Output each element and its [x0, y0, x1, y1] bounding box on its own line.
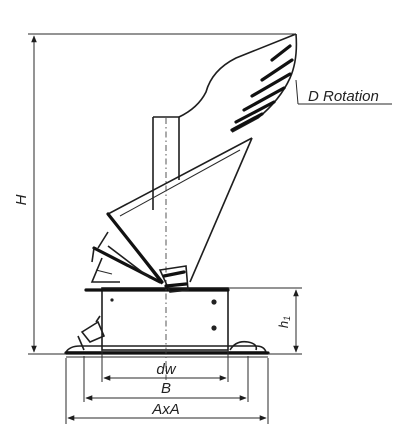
- vertical-pipe: [152, 116, 180, 210]
- base-bumper-right: [229, 340, 258, 351]
- base-width-label: B: [161, 380, 171, 397]
- lower-flap: [90, 231, 162, 284]
- rotation-label: D Rotation: [308, 88, 379, 105]
- base-height-label: h1: [276, 316, 292, 328]
- base-housing: [84, 287, 230, 351]
- base-bracket-left: [77, 315, 106, 351]
- base-width-dimension: [83, 356, 249, 402]
- height-label: H: [13, 194, 30, 205]
- screw: [211, 325, 217, 331]
- screw: [211, 299, 217, 305]
- hood-cone: [106, 137, 253, 285]
- pipe-diameter-dimension: [101, 350, 229, 382]
- wing-vane: [178, 33, 298, 133]
- pivot-hinge: [158, 265, 189, 293]
- screw: [110, 298, 114, 302]
- flange-plate: [64, 345, 270, 358]
- base-height-dimension: [228, 287, 302, 355]
- pipe-diameter-label: dw: [156, 361, 176, 378]
- rotation-leader: [295, 79, 392, 105]
- height-dimension: [28, 33, 296, 355]
- flange-size-label: AxA: [151, 401, 180, 418]
- flange-size-dimension: [65, 358, 269, 424]
